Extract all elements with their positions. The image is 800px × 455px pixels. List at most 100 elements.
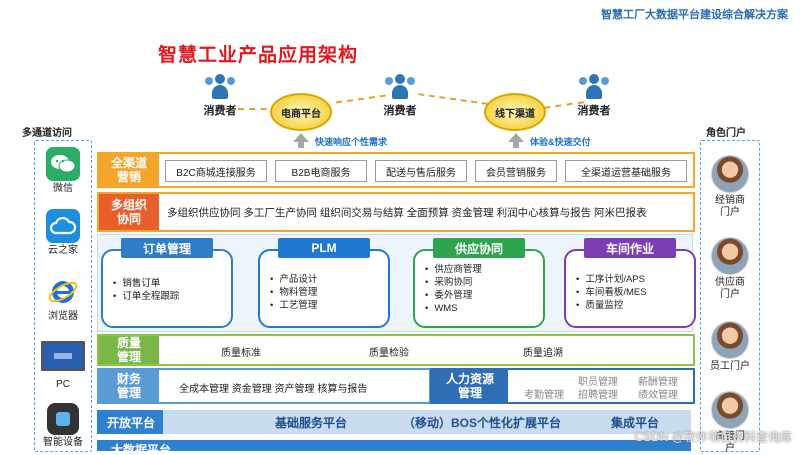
quality-inspection: 质量检验 xyxy=(369,348,409,359)
hr-staff: 职员管理 xyxy=(578,377,618,388)
card-item: 工序计划/APS xyxy=(576,273,647,286)
note-fast-response: 快速响应个性需求 xyxy=(315,137,388,147)
portal-dealer[interactable]: 经销商 门户 xyxy=(701,155,759,219)
channel-label: 微信 xyxy=(53,183,73,194)
hr-performance: 绩效管理 xyxy=(638,390,678,401)
card-item: 委外管理 xyxy=(425,289,482,302)
portal-employee[interactable]: 员工门户 xyxy=(701,321,759,373)
open-platform-block xyxy=(97,410,163,434)
card-title: 车间作业 xyxy=(584,238,676,258)
card-title: PLM xyxy=(278,238,370,258)
channel-pc[interactable]: PC xyxy=(35,341,91,391)
card-item: WMS xyxy=(425,302,482,315)
chip-b2b: B2B电商服务 xyxy=(275,160,367,182)
row-label-line: 营销 xyxy=(116,170,141,184)
card-item: 供应商管理 xyxy=(425,263,482,276)
row-label-omni: 全渠道营销 xyxy=(99,154,159,186)
row-label-finance: 财务管理 xyxy=(99,370,159,402)
portal-label-line1: 供应商 xyxy=(715,277,745,288)
hr-attendance: 考勤管理 xyxy=(524,390,564,401)
hr-recruitment: 招聘管理 xyxy=(578,390,618,401)
consumer-node: 消费者 xyxy=(370,74,430,118)
row-label-line: 管理 xyxy=(116,386,141,400)
note-fast-delivery: 体验&快速交付 xyxy=(530,137,591,147)
executive-avatar xyxy=(711,391,749,429)
row-label-line: 管理 xyxy=(116,350,141,364)
row-omni-channel: 全渠道营销 B2C商城连接服务 B2B电商服务 配送与售后服务 会员营销服务 全… xyxy=(97,152,695,188)
watermark: CSDN @软件项目资料查询库 xyxy=(634,430,792,444)
chip-b2c: B2C商城连接服务 xyxy=(165,160,267,182)
row-label-quality: 质量管理 xyxy=(99,336,159,364)
card-item: 工艺管理 xyxy=(270,299,317,312)
channel-label: 智能设备 xyxy=(43,437,83,448)
row-label-line: 财务 xyxy=(116,372,141,386)
row-label-line: 人力资源 xyxy=(445,372,494,386)
portal-executive[interactable]: 高管门 户 xyxy=(701,391,759,455)
channel-label: 云之家 xyxy=(48,245,78,256)
card-item: 产品设计 xyxy=(270,273,317,286)
channel-browser[interactable]: 浏览器 xyxy=(35,275,91,323)
quality-traceability: 质量追溯 xyxy=(523,348,563,359)
portal-label-line2: 户 xyxy=(725,443,735,454)
pc-icon xyxy=(41,341,85,371)
card-order-management: 订单管理 销售订单 订单全程跟踪 xyxy=(101,238,233,328)
base-service-platform: 基础服务平台 xyxy=(275,416,348,430)
quality-standard: 质量标准 xyxy=(221,348,261,359)
card-title: 供应协同 xyxy=(433,238,525,258)
hr-payroll: 薪酬管理 xyxy=(638,377,678,388)
channel-offline: 线下渠道 xyxy=(484,93,546,131)
row-label-hr: 人力资源管理 xyxy=(432,370,508,402)
channel-label: 浏览器 xyxy=(48,311,78,322)
card-title: 订单管理 xyxy=(121,238,213,258)
card-item: 销售订单 xyxy=(113,277,179,290)
multi-channel-label: 多通道访问 xyxy=(22,128,72,139)
row-bigdata: 大数据平台 xyxy=(97,440,691,451)
row-hr: 人力资源管理 职员管理 薪酬管理 考勤管理 招聘管理 绩效管理 xyxy=(430,368,695,404)
portal-label-line1: 员工门户 xyxy=(710,361,750,372)
portal-supplier[interactable]: 供应商 门户 xyxy=(701,237,759,301)
consumer-label: 消费者 xyxy=(203,105,237,117)
cloud-icon xyxy=(46,209,80,243)
row-label-line: 管理 xyxy=(457,386,482,400)
row-platform: 开放平台 基础服务平台 （移动）BOS个性化扩展平台 集成平台 xyxy=(97,410,691,434)
consumer-node: 消费者 xyxy=(190,74,250,118)
integration-platform: 集成平台 xyxy=(611,416,660,430)
open-platform: 开放平台 xyxy=(107,416,156,430)
role-portal-panel: 经销商 门户 供应商 门户 员工门户 高管门 户 xyxy=(700,140,760,455)
dealer-avatar xyxy=(711,155,749,193)
multi-org-functions: 多组织供应协同 多工厂生产协同 组织间交易与结算 全面预算 资金管理 利润中心核… xyxy=(167,207,647,219)
bigdata-platform: 大数据平台 xyxy=(111,443,172,451)
wechat-icon xyxy=(46,147,80,181)
chip-member: 会员营销服务 xyxy=(475,160,557,182)
finance-functions: 全成本管理 资金管理 资产管理 核算与报告 xyxy=(179,384,368,395)
consumer-label: 消费者 xyxy=(577,105,611,117)
row-finance: 财务管理 全成本管理 资金管理 资产管理 核算与报告 xyxy=(97,368,431,404)
row-label-line: 质量 xyxy=(116,336,141,350)
consumer-icon xyxy=(205,74,235,100)
card-supply-collaboration: 供应协同 供应商管理 采购协同 委外管理 WMS xyxy=(413,238,545,328)
portal-label-line2: 门户 xyxy=(720,207,740,218)
row-quality: 质量管理 质量标准 质量检验 质量追溯 xyxy=(97,334,695,366)
card-item: 采购协同 xyxy=(425,276,482,289)
page-title: 智慧工业产品应用架构 xyxy=(158,45,359,66)
up-arrow-left xyxy=(293,133,309,148)
consumer-label: 消费者 xyxy=(383,105,417,117)
channel-label: PC xyxy=(56,379,70,390)
card-plm: PLM 产品设计 物料管理 工艺管理 xyxy=(258,238,390,328)
channel-smart-device[interactable]: 智能设备 xyxy=(35,403,91,449)
channel-wechat[interactable]: 微信 xyxy=(35,147,91,195)
channel-ecommerce: 电商平台 xyxy=(270,93,332,131)
consumer-icon xyxy=(579,74,609,100)
portal-label-line1: 高管门 xyxy=(715,431,745,442)
row-label-line: 全渠道 xyxy=(110,156,147,170)
row-label-multi-org: 多组织协同 xyxy=(99,194,159,230)
portal-label-line1: 经销商 xyxy=(715,195,745,206)
channel-cloud[interactable]: 云之家 xyxy=(35,209,91,257)
card-item: 质量监控 xyxy=(576,299,647,312)
chip-ops-base: 全渠道运营基础服务 xyxy=(565,160,687,182)
ie-browser-icon xyxy=(46,275,80,309)
row-label-line: 协同 xyxy=(116,212,141,226)
flow-connector xyxy=(238,108,278,110)
supplier-avatar xyxy=(711,237,749,275)
card-item: 物料管理 xyxy=(270,286,317,299)
